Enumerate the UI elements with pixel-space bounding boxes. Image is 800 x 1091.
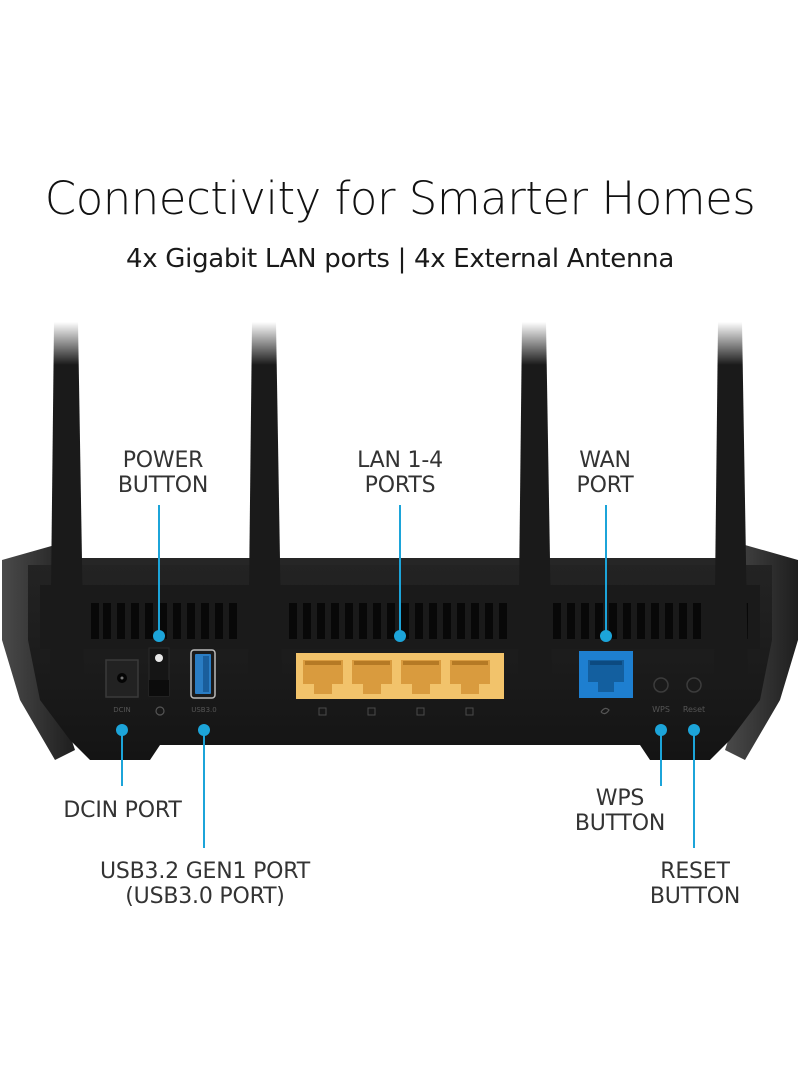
label-wps-button: WPS BUTTON bbox=[574, 786, 666, 836]
svg-text:Reset: Reset bbox=[683, 705, 705, 714]
power-button bbox=[148, 647, 170, 716]
callout-wan-dot bbox=[600, 630, 612, 642]
antenna-3 bbox=[518, 322, 552, 680]
vent-slots bbox=[55, 603, 748, 639]
antennas bbox=[50, 322, 748, 680]
lan-port-4 bbox=[450, 660, 490, 694]
callout-lan-line bbox=[399, 505, 401, 635]
lan-ports bbox=[296, 653, 504, 716]
page-title: Connectivity for Smarter Homes bbox=[44, 172, 756, 225]
callout-usb-line bbox=[203, 730, 205, 848]
callout-power-dot bbox=[153, 630, 165, 642]
antenna-4 bbox=[714, 322, 748, 680]
wan-port bbox=[579, 651, 633, 715]
callout-dcin-line bbox=[121, 730, 123, 786]
usb-port: USB3.0 bbox=[190, 649, 217, 714]
callout-wps-line bbox=[660, 730, 662, 786]
reset-button: Reset bbox=[683, 677, 705, 714]
label-power-button: POWER BUTTON bbox=[117, 448, 209, 498]
wps-button: WPS bbox=[652, 677, 670, 714]
dcin-port: DCIN bbox=[105, 659, 139, 714]
antenna-1 bbox=[50, 322, 84, 680]
antenna-2 bbox=[248, 322, 282, 680]
callout-power-line bbox=[158, 505, 160, 635]
label-wan-port: WAN PORT bbox=[576, 448, 634, 498]
lan-port-1 bbox=[303, 660, 343, 694]
callout-wan-line bbox=[605, 505, 607, 635]
label-lan-ports: LAN 1-4 PORTS bbox=[357, 448, 443, 498]
svg-text:USB3.0: USB3.0 bbox=[191, 706, 217, 714]
svg-text:DCIN: DCIN bbox=[113, 706, 131, 714]
lan-port-2 bbox=[352, 660, 392, 694]
callout-lan-dot bbox=[394, 630, 406, 642]
lan-port-3 bbox=[401, 660, 441, 694]
callout-reset-line bbox=[693, 730, 695, 848]
label-usb-port: USB3.2 GEN1 PORT (USB3.0 PORT) bbox=[99, 859, 311, 909]
label-reset-button: RESET BUTTON bbox=[649, 859, 741, 909]
label-dcin-port: DCIN PORT bbox=[63, 798, 182, 823]
svg-text:WPS: WPS bbox=[652, 705, 670, 714]
page-subtitle: 4x Gigabit LAN ports | 4x External Anten… bbox=[126, 244, 674, 274]
